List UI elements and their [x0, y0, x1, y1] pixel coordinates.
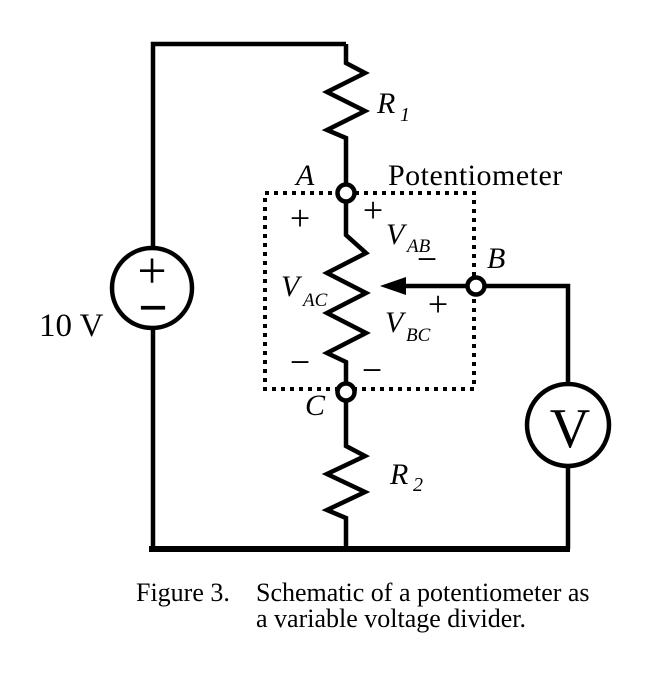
vab-plus-sign: + — [363, 190, 383, 230]
figure-caption-line1: Schematic of a potentiometer as — [256, 578, 590, 607]
vbc-plus-sign: + — [428, 284, 448, 324]
source-plus-icon: + — [137, 243, 166, 300]
vac-minus-sign: − — [290, 342, 310, 382]
vab-subscript: AB — [405, 236, 431, 257]
figure-caption-text: Schematic of a potentiometer as a variab… — [256, 580, 590, 632]
r1-subscript: 1 — [400, 104, 410, 126]
node-b-terminal — [465, 275, 487, 297]
potentiometer-title: Potentiometer — [388, 159, 563, 192]
node-b-label: B — [487, 242, 505, 275]
vac-label: V — [281, 270, 303, 303]
vac-subscript: AC — [301, 290, 328, 311]
r2-subscript: 2 — [413, 474, 423, 496]
potentiometer-resistor-zigzag — [321, 201, 371, 384]
resistor-r1-zigzag — [321, 44, 371, 185]
vbc-minus-sign: − — [362, 350, 382, 390]
wire-top-left — [150, 41, 346, 249]
figure-caption-label: Figure 3. — [136, 578, 230, 607]
r1-label: R — [376, 87, 395, 120]
source-voltage-label: 10 V — [39, 308, 104, 344]
r2-label: R — [389, 458, 408, 491]
wire-b-to-voltmeter — [484, 283, 571, 386]
figure-caption-line2: a variable voltage divider. — [256, 604, 527, 633]
voltmeter-circle — [524, 381, 612, 469]
vab-minus-sign: − — [417, 239, 437, 279]
node-c-label: C — [305, 389, 326, 422]
voltage-source-circle — [109, 245, 195, 331]
voltmeter-label: V — [550, 398, 590, 460]
source-minus-icon: − — [138, 280, 168, 337]
vab-label: V — [386, 218, 408, 251]
node-a-terminal — [335, 182, 357, 204]
node-c-terminal — [335, 381, 357, 403]
vbc-label: V — [385, 306, 407, 339]
vac-plus-sign: + — [290, 198, 310, 238]
wiper-arrowhead-icon — [380, 277, 406, 295]
resistor-r2-zigzag — [321, 400, 371, 551]
node-a-label: A — [294, 159, 315, 192]
vbc-subscript: BC — [406, 325, 431, 346]
